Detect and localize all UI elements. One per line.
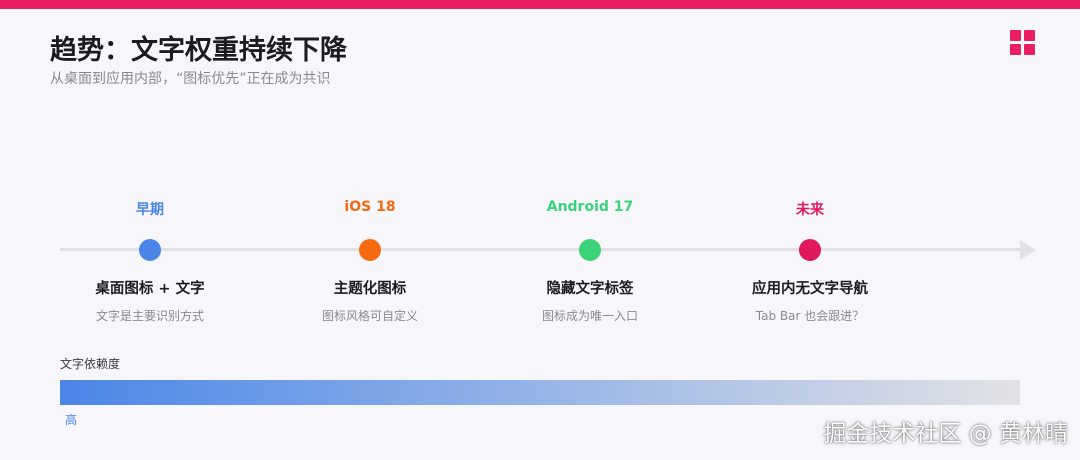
timeline-track [60, 248, 1025, 251]
stage-dot [579, 239, 601, 261]
stage-description: Tab Bar 也会跟进？ [755, 309, 865, 323]
grid-cell [1024, 44, 1035, 55]
stage-label: Android 17 [546, 199, 634, 215]
dependency-label: 文字依赖度 [60, 357, 121, 371]
stage-label: 早期 [136, 202, 164, 218]
page-subtitle: 从桌面到应用内部，“图标优先”正在成为共识 [50, 71, 331, 87]
grid-cell [1010, 44, 1021, 55]
stage-dot [139, 239, 161, 261]
dependency-gradient-bar [60, 380, 1020, 405]
timeline-arrow-icon [1020, 240, 1036, 260]
stage-dot [359, 239, 381, 261]
stage-label: 未来 [796, 202, 824, 218]
stage-future: 未来 应用内无文字导航 Tab Bar 也会跟进？ [690, 0, 930, 330]
stage-title: 主题化图标 [333, 281, 407, 297]
stage-title: 桌面图标 + 文字 [95, 281, 205, 297]
grid-icon[interactable] [1010, 30, 1035, 55]
stage-ios-18: iOS 18 主题化图标 图标风格可自定义 [250, 0, 490, 330]
watermark: 掘金技术社区 @ 黄林晴 [823, 421, 1068, 447]
stage-label: iOS 18 [344, 199, 396, 215]
page-title: 趋势：文字权重持续下降 [50, 35, 347, 66]
stage-early: 早期 桌面图标 + 文字 文字是主要识别方式 [30, 0, 270, 330]
stage-title: 隐藏文字标签 [546, 281, 634, 297]
top-accent-bar [0, 0, 1080, 9]
stage-description: 文字是主要识别方式 [95, 309, 204, 323]
stage-description: 图标成为唯一入口 [541, 309, 638, 323]
grid-cell [1024, 30, 1035, 41]
stage-title: 应用内无文字导航 [752, 281, 868, 297]
stage-android-17: Android 17 隐藏文字标签 图标成为唯一入口 [470, 0, 710, 330]
dependency-high-label: 高 [65, 413, 78, 427]
stage-dot [799, 239, 821, 261]
stage-description: 图标风格可自定义 [321, 309, 418, 323]
grid-cell [1010, 30, 1021, 41]
